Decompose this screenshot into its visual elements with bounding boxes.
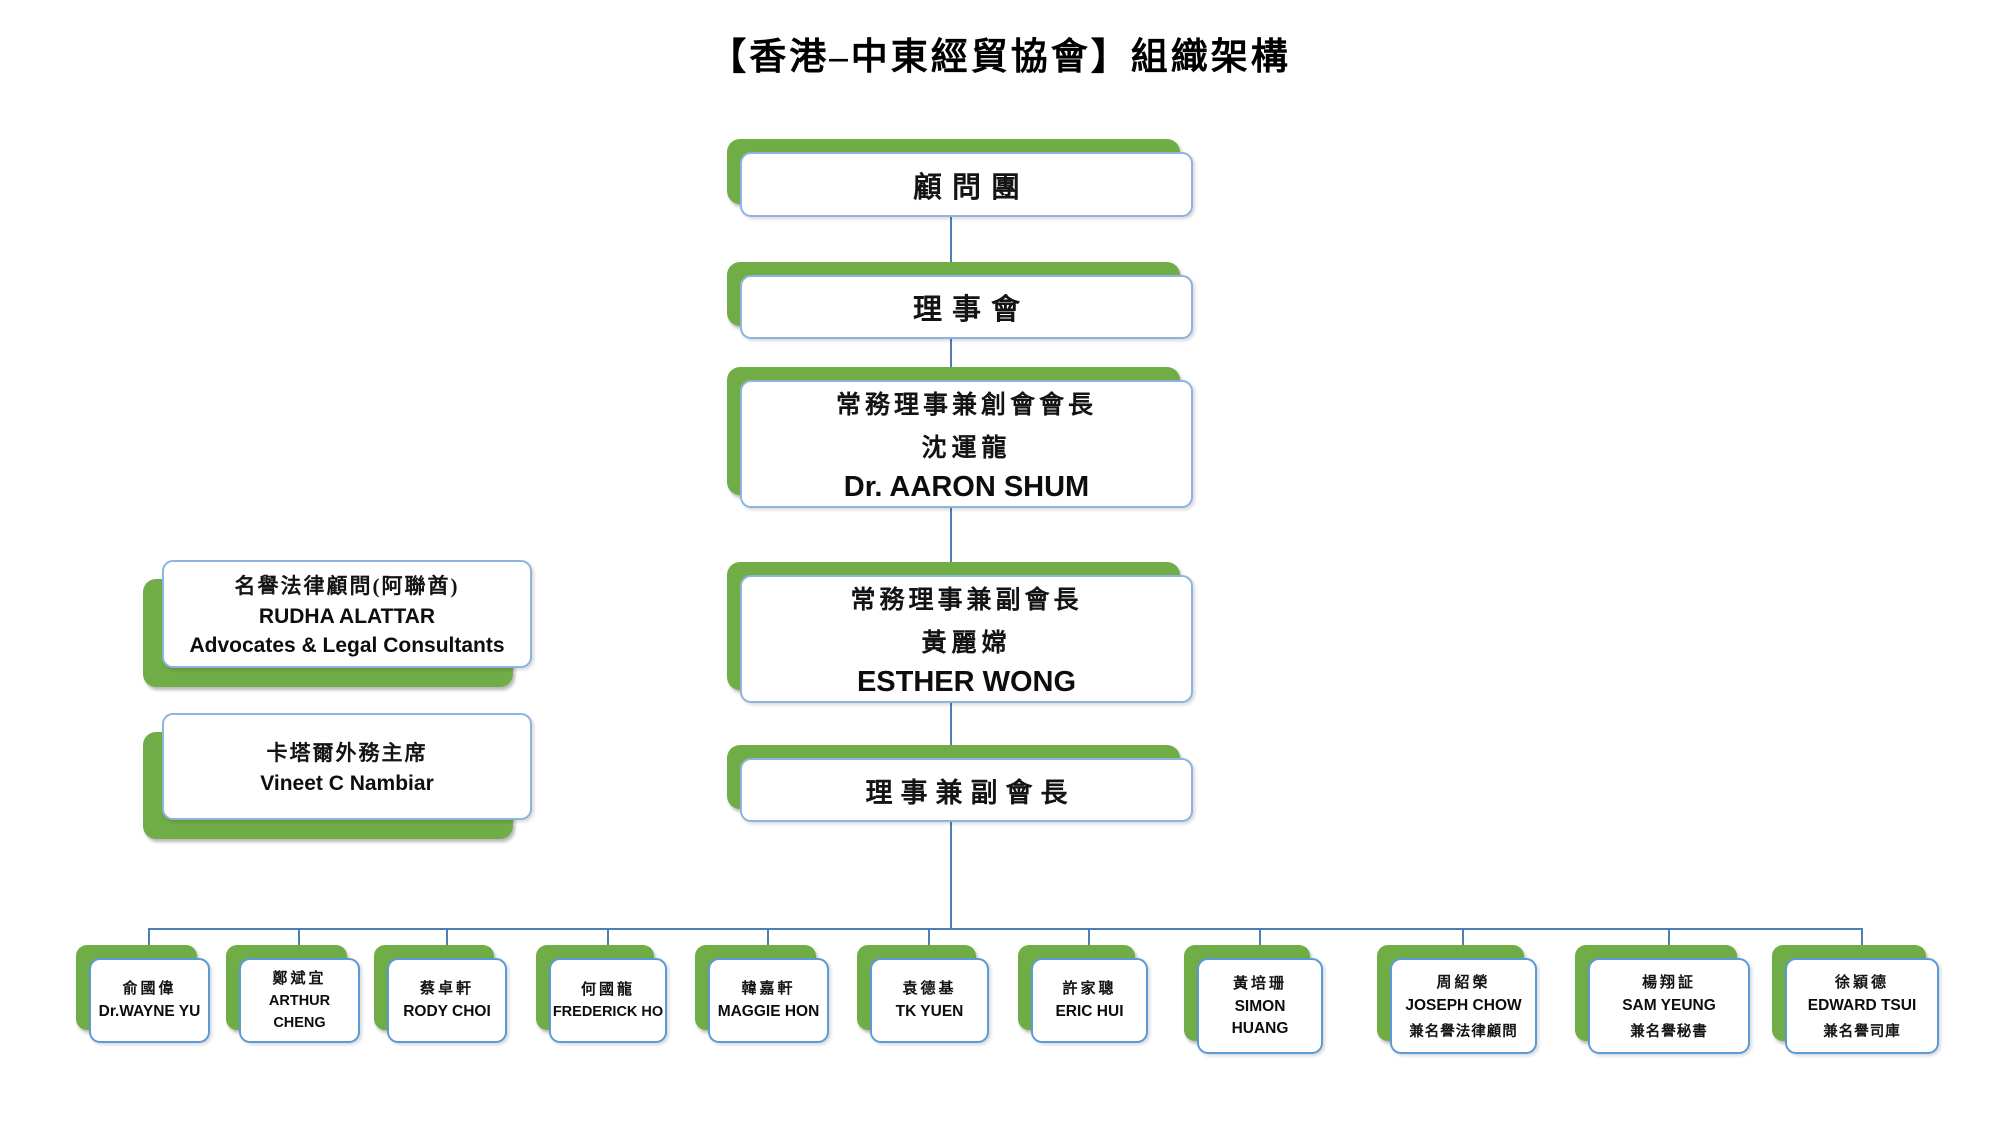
node-director-frederick-ho: 何國龍 FREDERICK HO <box>536 945 667 1043</box>
node-name-en: Vineet C Nambiar <box>260 772 434 795</box>
director-name-cn: 黃培珊 <box>1232 975 1287 992</box>
node-name-cn: 黃麗嫦 <box>921 629 1012 657</box>
node-box: 顧問團 <box>740 152 1193 217</box>
connector-stub-1 <box>148 928 150 950</box>
connector-bottom-horizontal <box>149 928 1863 930</box>
connector-stub-8 <box>1259 928 1261 950</box>
director-name-cn: 楊翔証 <box>1641 974 1696 991</box>
node-label: 理事兼副會長 <box>865 777 1076 808</box>
node-box: 徐穎德 EDWARD TSUI 兼名譽司庫 <box>1785 958 1939 1054</box>
node-name-en: RUDHA ALATTAR <box>258 605 436 628</box>
node-director-tk-yuen: 袁德基 TK YUEN <box>857 945 989 1043</box>
node-box: 理事會 <box>740 275 1193 339</box>
director-name-en: Dr.WAYNE YU <box>98 1003 201 1021</box>
node-role: 常務理事兼創會會長 <box>835 391 1097 419</box>
node-director-wayne-yu: 俞國偉 Dr.WAYNE YU <box>76 945 210 1043</box>
director-name-en: TK YUEN <box>895 1003 964 1021</box>
director-name-cn: 鄭斌宜 <box>272 971 327 988</box>
node-role: 卡塔爾外務主席 <box>266 741 428 765</box>
node-box: 黃培珊 SIMON HUANG <box>1197 958 1323 1054</box>
node-director-joseph-chow: 周紹榮 JOSEPH CHOW 兼名譽法律顧問 <box>1377 945 1537 1054</box>
node-box: 常務理事兼創會會長 沈運龍 Dr. AARON SHUM <box>740 380 1193 508</box>
director-name-cn: 俞國偉 <box>122 981 177 998</box>
node-box: 鄭斌宜 ARTHUR CHENG <box>239 958 360 1043</box>
director-name-en: SAM YEUNG <box>1622 996 1716 1014</box>
chart-title: 【香港–中東經貿協會】組織架構 <box>709 37 1291 78</box>
node-director-edward-tsui: 徐穎德 EDWARD TSUI 兼名譽司庫 <box>1772 945 1939 1054</box>
node-label: 理事會 <box>912 294 1030 326</box>
director-name-en: FREDERICK HO <box>552 1003 664 1020</box>
director-extra-title: 兼名譽秘書 <box>1630 1024 1708 1041</box>
node-vice-president: 常務理事兼副會長 黃麗嫦 ESTHER WONG <box>727 562 1193 703</box>
node-director-eric-hui: 許家聰 ERIC HUI <box>1018 945 1148 1043</box>
node-label: 顧問團 <box>912 171 1030 204</box>
node-director-simon-huang: 黃培珊 SIMON HUANG <box>1184 945 1323 1054</box>
connector-stub-9 <box>1462 928 1464 950</box>
node-org: Advocates & Legal Consultants <box>189 634 505 657</box>
director-name-cn: 蔡卓軒 <box>419 981 474 998</box>
node-box: 楊翔証 SAM YEUNG 兼名譽秘書 <box>1588 958 1750 1054</box>
node-box: 卡塔爾外務主席 Vineet C Nambiar <box>162 713 532 820</box>
node-qatar-external-affairs-chairman: 卡塔爾外務主席 Vineet C Nambiar <box>143 713 532 839</box>
connector-stub-7 <box>1088 928 1090 950</box>
director-name-en: MAGGIE HON <box>717 1003 820 1021</box>
node-box: 袁德基 TK YUEN <box>870 958 989 1043</box>
node-box: 俞國偉 Dr.WAYNE YU <box>89 958 210 1043</box>
node-name-en: Dr. AARON SHUM <box>843 470 1090 503</box>
node-box: 韓嘉軒 MAGGIE HON <box>708 958 829 1043</box>
director-name-cn: 徐穎德 <box>1834 974 1889 991</box>
node-director-rody-choi: 蔡卓軒 RODY CHOI <box>374 945 507 1043</box>
director-name-en: EDWARD TSUI <box>1807 996 1917 1014</box>
director-name-cn: 韓嘉軒 <box>741 981 796 998</box>
director-name-en: ERIC HUI <box>1055 1003 1124 1021</box>
node-box: 理事兼副會長 <box>740 758 1193 822</box>
node-name-en: ESTHER WONG <box>856 665 1077 698</box>
node-box: 周紹榮 JOSEPH CHOW 兼名譽法律顧問 <box>1390 958 1537 1054</box>
node-box: 許家聰 ERIC HUI <box>1031 958 1148 1043</box>
director-extra-title: 兼名譽司庫 <box>1823 1024 1901 1041</box>
node-role: 常務理事兼副會長 <box>850 586 1083 614</box>
director-name-cn: 周紹榮 <box>1436 974 1491 991</box>
director-name-en: ARTHUR CHENG <box>268 993 331 1031</box>
connector-stub-10 <box>1668 928 1670 950</box>
director-name-en: SIMON HUANG <box>1231 997 1289 1037</box>
node-director-maggie-hon: 韓嘉軒 MAGGIE HON <box>695 945 829 1043</box>
node-box: 常務理事兼副會長 黃麗嫦 ESTHER WONG <box>740 575 1193 703</box>
node-council: 理事會 <box>727 262 1193 339</box>
node-box: 名譽法律顧問(阿聯酋) RUDHA ALATTAR Advocates & Le… <box>162 560 532 668</box>
director-name-cn: 何國龍 <box>580 981 635 998</box>
node-name-cn: 沈運龍 <box>921 434 1012 462</box>
connector-stub-3 <box>446 928 448 950</box>
connector-stub-4 <box>607 928 609 950</box>
node-director-vice-president: 理事兼副會長 <box>727 745 1193 822</box>
node-box: 何國龍 FREDERICK HO <box>549 958 667 1043</box>
node-director-sam-yeung: 楊翔証 SAM YEUNG 兼名譽秘書 <box>1575 945 1750 1054</box>
node-box: 蔡卓軒 RODY CHOI <box>387 958 507 1043</box>
director-name-cn: 許家聰 <box>1062 981 1117 998</box>
director-name-en: RODY CHOI <box>403 1003 491 1021</box>
connector-stub-2 <box>298 928 300 950</box>
director-extra-title: 兼名譽法律顧問 <box>1409 1024 1518 1041</box>
node-director-arthur-cheng: 鄭斌宜 ARTHUR CHENG <box>226 945 360 1043</box>
connector-stub-5 <box>767 928 769 950</box>
connector-main-vertical <box>950 185 952 930</box>
connector-stub-6 <box>928 928 930 950</box>
connector-stub-11 <box>1861 928 1863 950</box>
director-name-en: JOSEPH CHOW <box>1405 996 1522 1014</box>
director-name-cn: 袁德基 <box>902 981 957 998</box>
node-founding-president: 常務理事兼創會會長 沈運龍 Dr. AARON SHUM <box>727 367 1193 508</box>
node-advisory-board: 顧問團 <box>727 139 1193 217</box>
node-role: 名譽法律顧問(阿聯酋) <box>234 574 460 598</box>
node-honorary-legal-advisor-uae: 名譽法律顧問(阿聯酋) RUDHA ALATTAR Advocates & Le… <box>143 560 532 687</box>
